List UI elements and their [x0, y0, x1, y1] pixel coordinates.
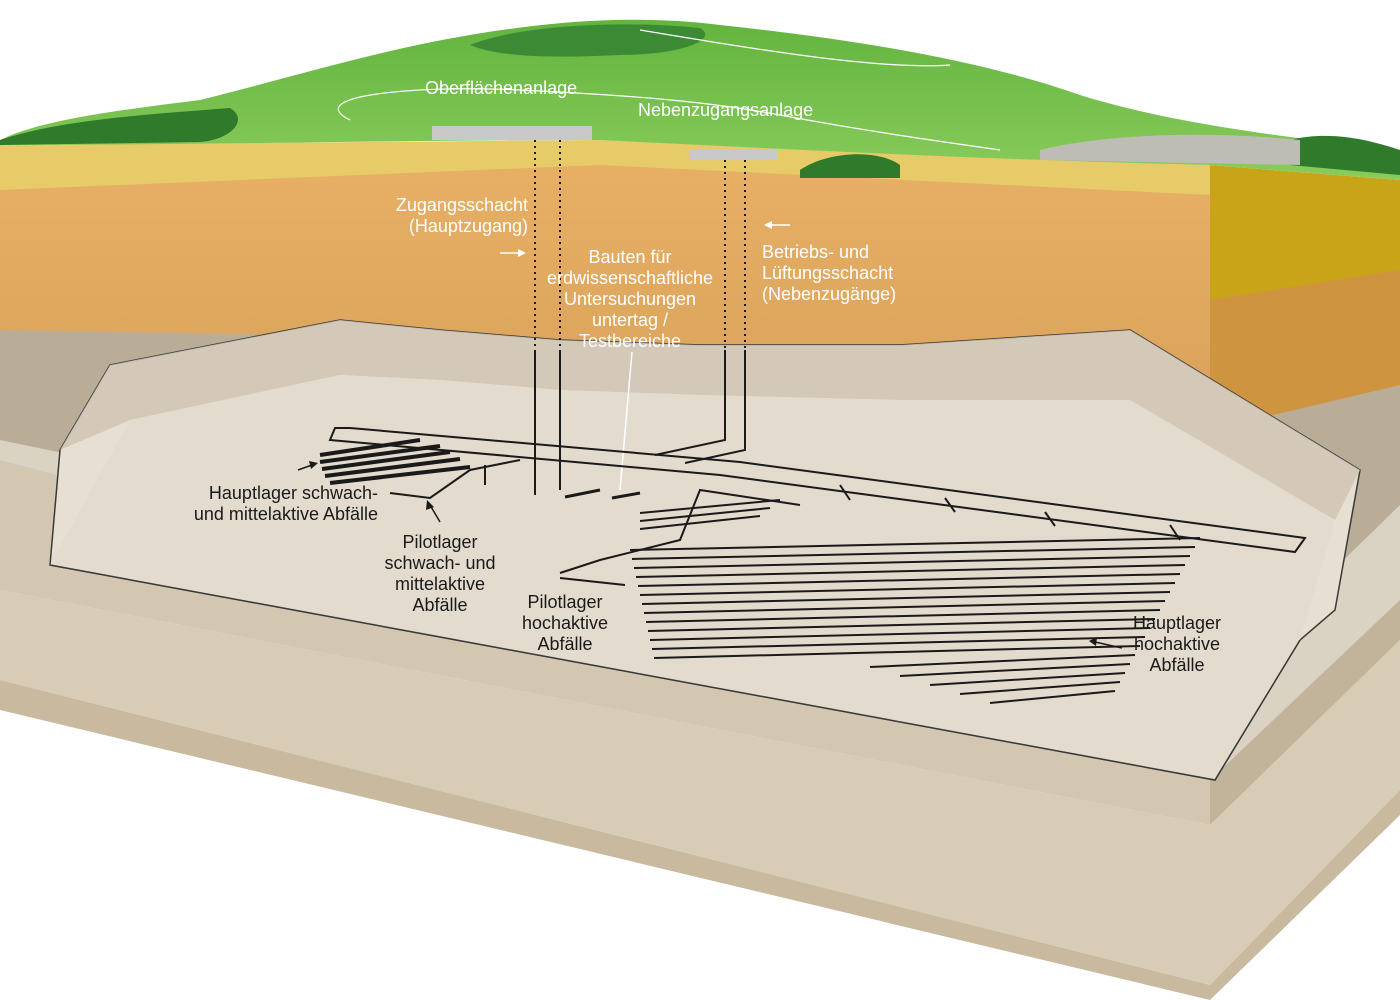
arrow-access-shaft	[500, 249, 526, 257]
yellow-layer-right	[1210, 165, 1400, 300]
secondary-access-buildings	[690, 150, 778, 160]
village	[1040, 134, 1300, 165]
lma-main-tunnels	[319, 438, 471, 485]
tunnel-link-2	[839, 484, 851, 501]
label-secondary-access-facility: Nebenzugangsanlage	[638, 100, 813, 121]
tunnel-link-3	[944, 497, 956, 513]
label-operation-ventilation-shaft: Betriebs- und Lüftungsschacht (Nebenzugä…	[762, 242, 896, 305]
hill-surface	[0, 19, 1400, 180]
hill-road-2	[639, 29, 951, 67]
surface-facility-buildings	[432, 126, 592, 140]
label-line: Zugangsschacht	[395, 195, 528, 215]
label-line: Hauptlager schwach-	[208, 483, 378, 503]
label-line: schwach- und	[384, 553, 496, 573]
pilot-lma-tunnel	[389, 459, 521, 500]
label-line: Abfälle	[1149, 655, 1205, 675]
label-line: Testbereiche	[578, 331, 682, 351]
label-line: und mittelaktive Abfälle	[193, 504, 378, 524]
forest-mid	[800, 154, 900, 178]
pilot-hla-tunnel	[559, 488, 801, 574]
tunnel-link-4	[1044, 511, 1056, 527]
label-surface-facility: Oberflächenanlage	[425, 78, 577, 99]
label-access-shaft: Zugangsschacht (Hauptzugang)	[370, 195, 528, 237]
label-main-repository-lma: Hauptlager schwach- und mittelaktive Abf…	[168, 483, 378, 525]
label-main-repository-hla: Hauptlager hochaktive Abfälle	[1118, 613, 1236, 676]
label-line: hochaktive	[1133, 634, 1221, 654]
pilot-hla-emplacement	[639, 499, 781, 530]
forest-right	[1290, 135, 1400, 175]
label-line: Nebenzugangsanlage	[638, 100, 814, 120]
label-line: Pilotlager	[402, 532, 478, 552]
forest-top	[470, 24, 706, 57]
label-line: Betriebs- und	[762, 242, 870, 262]
label-pilot-repository-lma: Pilotlager schwach- und mittelaktive Abf…	[370, 532, 510, 616]
label-line: erdwissenschaftliche	[546, 268, 714, 288]
label-research-buildings: Bauten für erdwissenschaftliche Untersuc…	[535, 247, 725, 352]
main-tunnel-corridor	[328, 427, 1307, 554]
hill-road	[337, 88, 1001, 151]
label-line: Bauten für	[588, 247, 672, 267]
arrow-pilot-lma	[426, 500, 441, 523]
label-line: Pilotlager	[527, 592, 603, 612]
label-line: hochaktive	[521, 613, 609, 633]
pit-floor	[50, 375, 1335, 780]
label-pilot-repository-hla: Pilotlager hochaktive Abfälle	[505, 592, 625, 655]
bottom-slab	[0, 590, 1400, 985]
label-line: Hauptlager	[1132, 613, 1222, 633]
label-line: mittelaktive	[394, 574, 486, 594]
operation-shaft	[654, 350, 726, 456]
pit-back-wall	[60, 320, 1360, 520]
label-line: Lüftungsschacht	[762, 263, 894, 283]
hla-main-tunnels	[629, 537, 1201, 704]
label-line: (Nebenzugänge)	[762, 284, 897, 304]
pilot-hla-branch	[559, 577, 626, 586]
label-line: Untersuchungen	[563, 289, 697, 309]
pit-rim	[49, 564, 1301, 781]
arrow-main-lma	[297, 461, 318, 471]
label-line: Oberflächenanlage	[425, 78, 578, 98]
forest-left	[0, 108, 239, 145]
arrow-main-hla	[1089, 637, 1123, 649]
label-line: Abfälle	[537, 634, 593, 654]
label-line: (Hauptzugang)	[408, 216, 528, 236]
label-line: Abfälle	[412, 595, 468, 615]
arrow-operation-shaft	[764, 221, 790, 229]
research-tunnels	[564, 488, 641, 500]
label-line: untertag /	[591, 310, 669, 330]
